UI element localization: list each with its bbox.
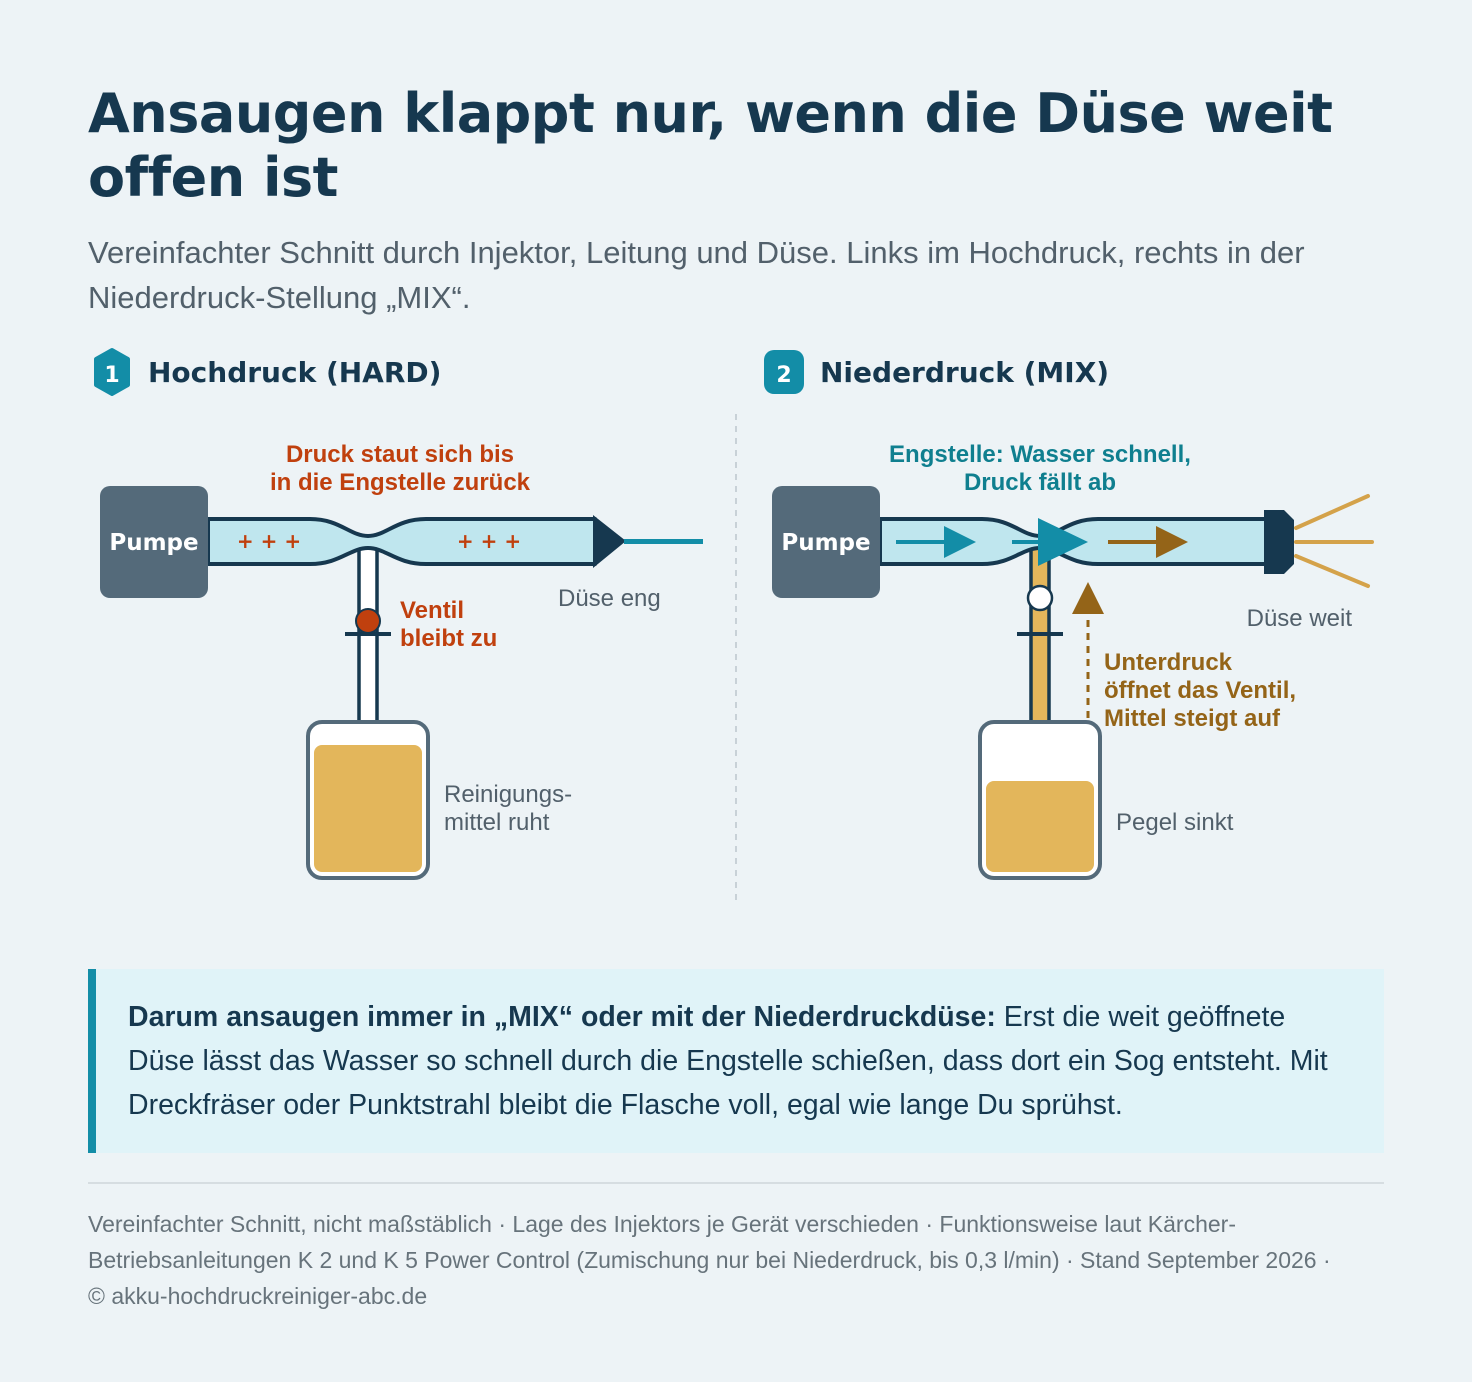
callout-lead: Darum ansaugen immer in „MIX“ oder mit d… — [128, 1001, 996, 1033]
footnote: Vereinfachter Schnitt, nicht maßstäblich… — [88, 1211, 1331, 1309]
bottle-label-mix: Pegel sinkt — [1116, 809, 1234, 836]
step-badge-2 — [764, 350, 804, 394]
pressure-marks-left: + + + — [237, 529, 301, 553]
page-subtitle: Vereinfachter Schnitt durch Injektor, Le… — [88, 235, 1305, 315]
pump-mix — [772, 486, 880, 598]
suction-label-line1: Unterdruck — [1104, 649, 1233, 676]
footer-divider — [88, 1182, 1384, 1184]
valve-label-line1: Ventil — [400, 597, 464, 624]
venturi-annotation-line2: Druck fällt ab — [964, 469, 1116, 496]
valve-label-line2: bleibt zu — [400, 625, 497, 652]
suction-label-line2: öffnet das Ventil, — [1104, 677, 1296, 704]
takeaway-callout: Darum ansaugen immer in „MIX“ oder mit d… — [88, 969, 1384, 1153]
nozzle-label-mix: Düse weit — [1247, 605, 1353, 632]
flow-arrow-mixture — [1108, 526, 1188, 558]
bottle-label-hard-line2: mittel ruht — [444, 809, 550, 836]
pressure-marks-right: + + + — [457, 529, 521, 553]
detergent-bottle-mix — [978, 720, 1102, 880]
detergent-level-mix — [986, 781, 1094, 872]
nozzle-wide — [1264, 510, 1294, 574]
panel-mix: 2 Niederdruck (MIX) Engstelle: Wasser sc… — [764, 350, 1374, 880]
pump-label-hard: Pumpe — [109, 530, 198, 556]
valve-open — [1026, 584, 1054, 612]
panel-heading-hard: Hochdruck (HARD) — [148, 356, 441, 389]
detergent-level-hard — [314, 745, 422, 872]
callout-text: Erst die weit geöffnete Düse lässt das W… — [128, 1001, 1328, 1121]
pressure-annotation-line1: Druck staut sich bis — [286, 441, 514, 468]
step-badge-1: 1 — [94, 348, 130, 396]
panel-heading-mix: Niederdruck (MIX) — [820, 356, 1109, 389]
suction-arrow — [1072, 582, 1104, 718]
page-title: Ansaugen klappt nur, wenn die Düse weit … — [88, 82, 1333, 209]
pump-label-mix: Pumpe — [781, 530, 870, 556]
valve-closed — [355, 608, 381, 634]
step-number-2: 2 — [776, 363, 791, 388]
supply-line-hard — [345, 546, 391, 724]
bottle-label-hard-line1: Reinigungs- — [444, 781, 572, 808]
venturi-annotation-line1: Engstelle: Wasser schnell, — [889, 441, 1191, 468]
nozzle-narrow — [593, 515, 626, 568]
step-number-1: 1 — [104, 363, 119, 388]
detergent-bottle-hard — [306, 720, 430, 880]
flow-arrow-throat — [1012, 518, 1088, 566]
nozzle-label-hard: Düse eng — [558, 585, 661, 612]
pressure-annotation-line2: in die Engstelle zurück — [270, 469, 531, 496]
supply-line-mix — [1017, 546, 1063, 724]
injector-diagram: 1 Hochdruck (HARD) Druck staut sich bis … — [94, 348, 1374, 902]
suction-label-line3: Mittel steigt auf — [1104, 705, 1281, 732]
spray-fan-wide — [1294, 494, 1374, 588]
pump-hard — [100, 486, 208, 598]
panel-hard: 1 Hochdruck (HARD) Druck staut sich bis … — [94, 348, 703, 880]
flow-arrow-inlet — [896, 526, 976, 558]
